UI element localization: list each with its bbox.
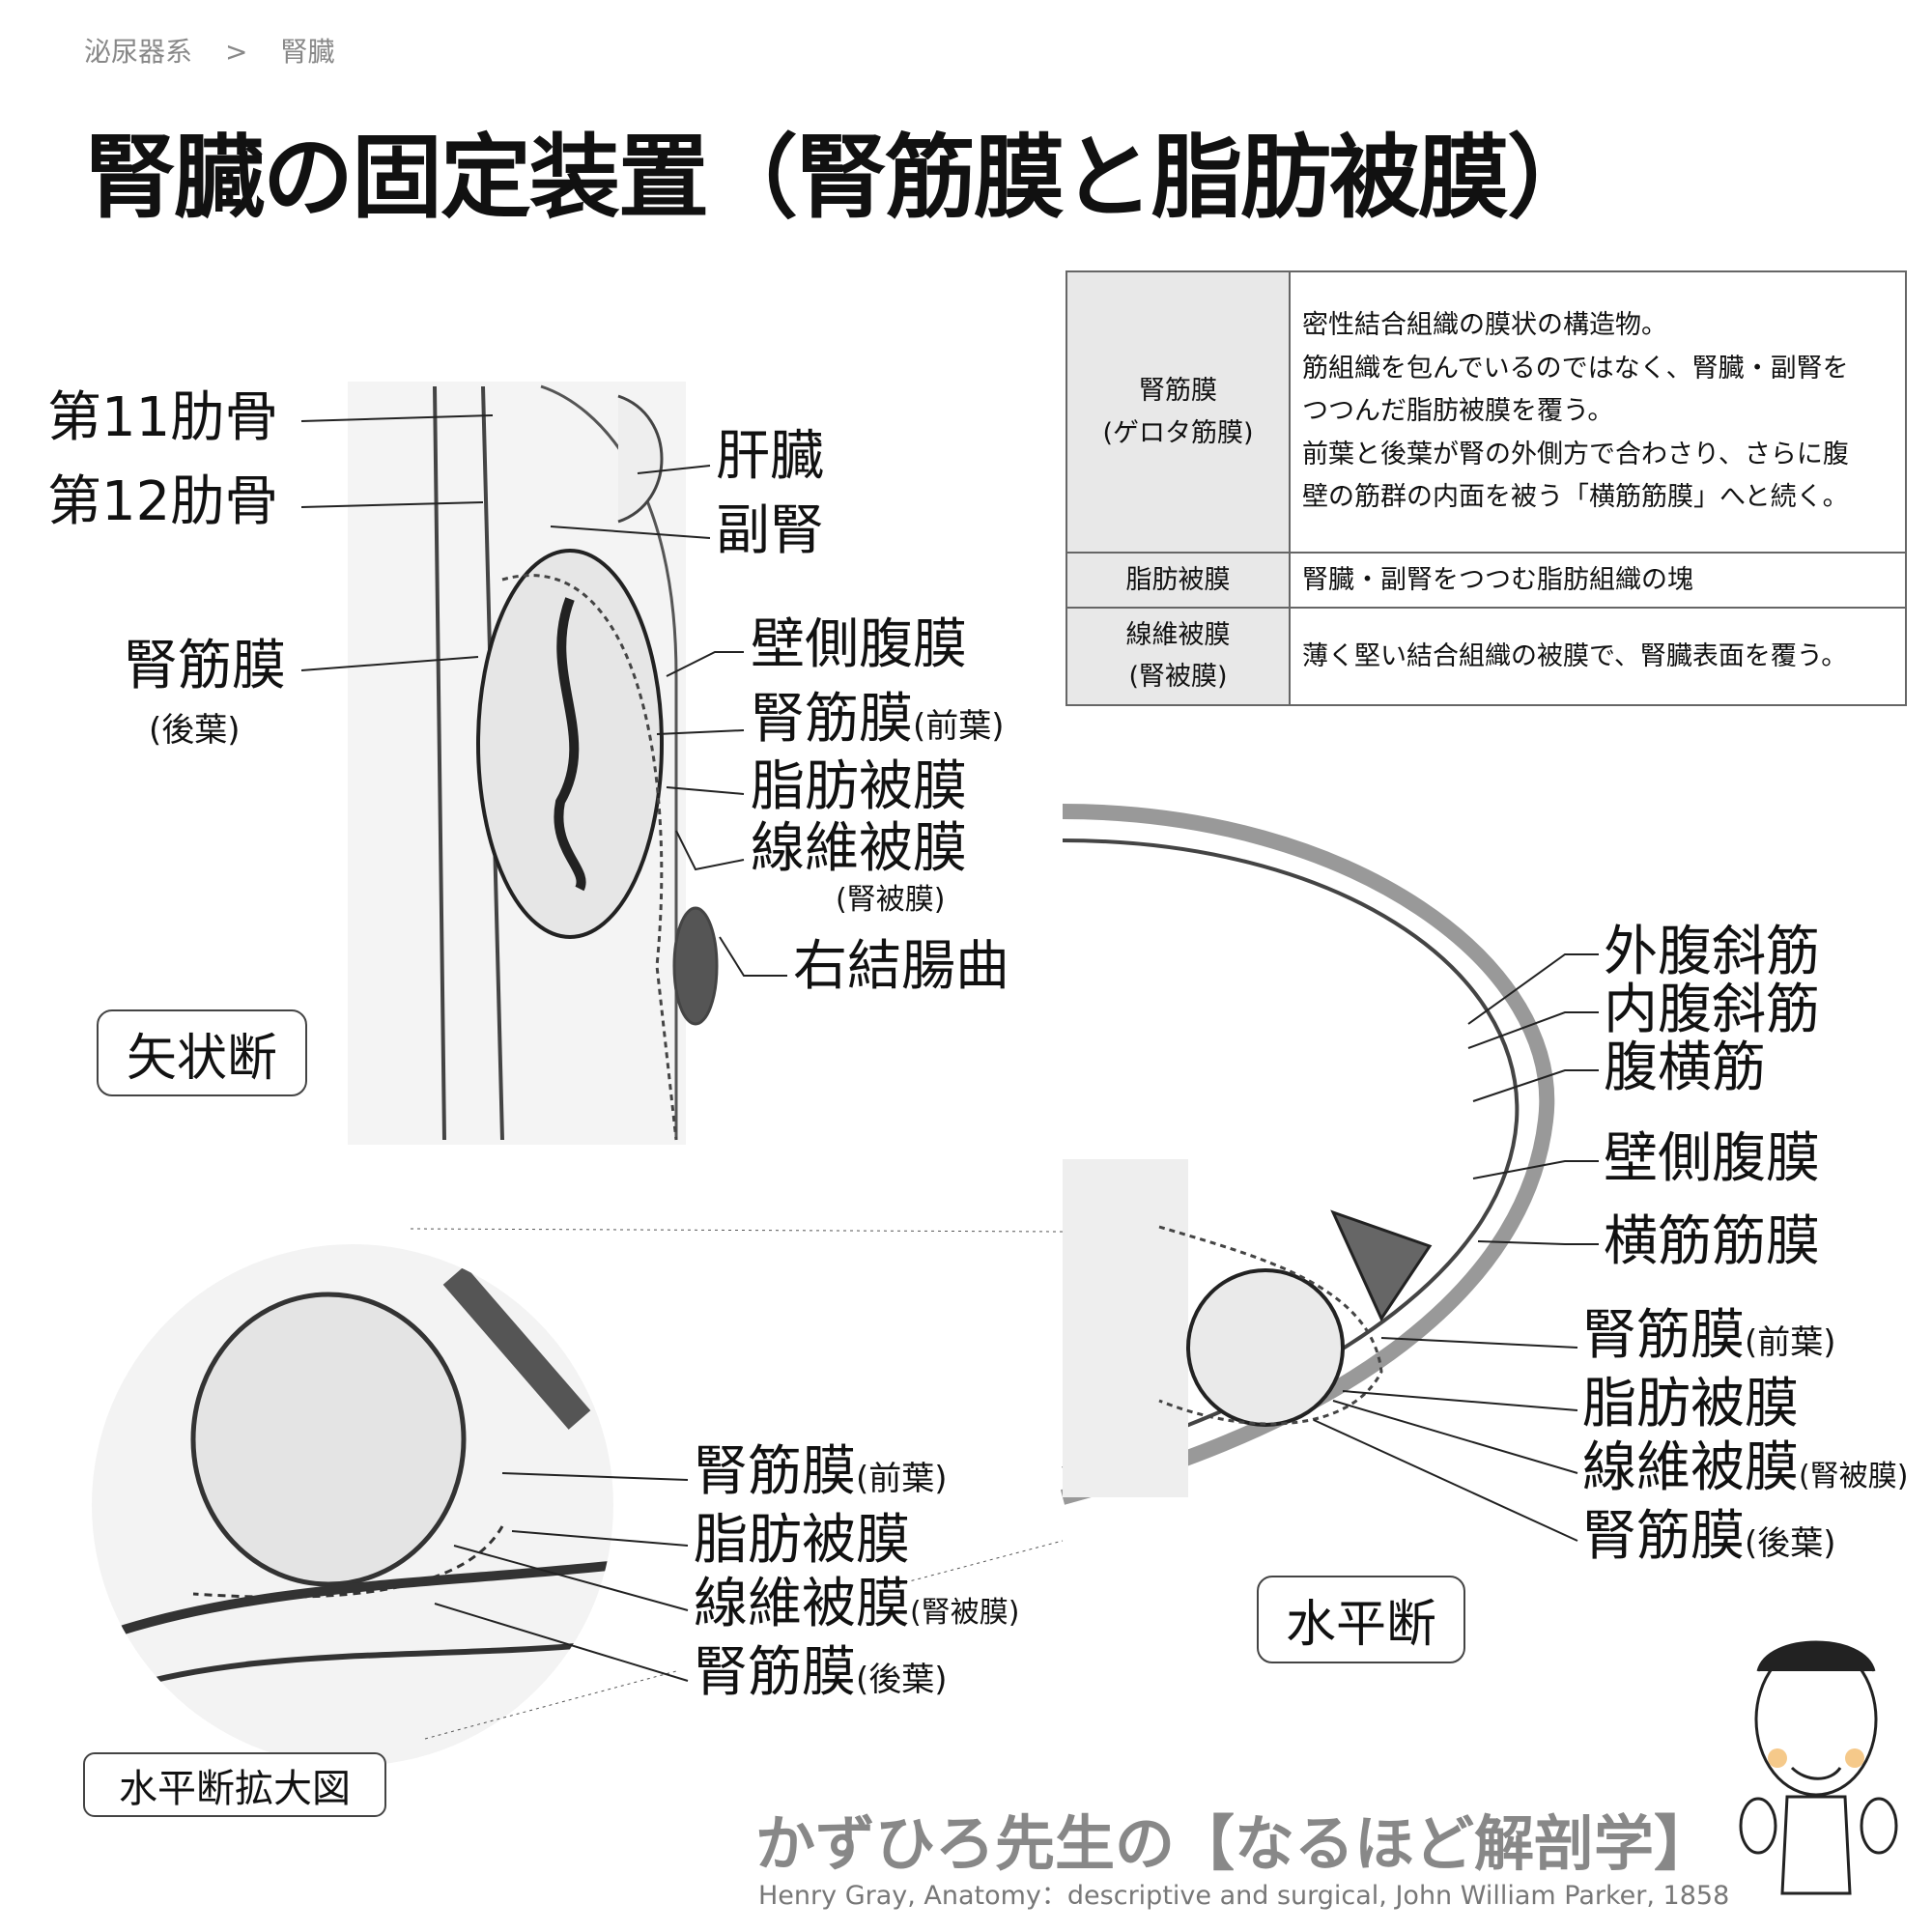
term-cell: 線維被膜 (腎被膜) bbox=[1065, 607, 1291, 706]
table-row: 脂肪被膜腎臓・副腎をつつむ脂肪組織の塊 bbox=[1065, 551, 1907, 610]
page-title: 腎臓の固定装置（腎筋膜と脂肪被膜） bbox=[85, 126, 1598, 231]
table-row: 線維被膜 (腎被膜) 薄く堅い結合組織の被膜で、腎臓表面を覆う。 bbox=[1065, 607, 1907, 706]
label-renal-fascia-anterior: 腎筋膜(前葉) bbox=[1582, 1309, 1836, 1363]
brand-title: かずひろ先生の【なるほど解剖学】 bbox=[755, 1808, 1715, 1879]
term: 腎筋膜 bbox=[1139, 376, 1217, 407]
table-row: 腎筋膜 (ゲロタ筋膜) 密性結合組織の膜状の構造物。筋組織を包んでいるのではなく、… bbox=[1065, 270, 1907, 554]
label-text: 線維被膜 bbox=[694, 1573, 910, 1635]
label-text: 腎筋膜 bbox=[694, 1440, 856, 1503]
label-renal-fascia-posterior: 腎筋膜 bbox=[124, 635, 286, 697]
label-text: 腎筋膜 bbox=[751, 688, 913, 751]
label-sub: (前葉) bbox=[1745, 1323, 1836, 1362]
leader-lines bbox=[300, 414, 1599, 1682]
term-sub: (ゲロタ筋膜) bbox=[1102, 417, 1254, 448]
label-sub: (後葉) bbox=[856, 1661, 948, 1699]
label-adrenal: 副腎 bbox=[716, 499, 824, 562]
desc-line: 前葉と後葉が腎の外側方で合わさり、さらに腹 bbox=[1302, 439, 1849, 469]
label-renal-capsule: (腎被膜) bbox=[836, 883, 946, 917]
label-text: 腎筋膜 bbox=[694, 1641, 856, 1704]
mascot-illustration bbox=[1739, 1640, 1898, 1895]
label-text: 腎筋膜 bbox=[1582, 1505, 1745, 1568]
term: 脂肪被膜 bbox=[1065, 551, 1291, 610]
desc-cell: 密性結合組織の膜状の構造物。筋組織を包んでいるのではなく、腎臓・副腎をつつんだ脂… bbox=[1289, 270, 1907, 554]
desc-line: 壁の筋群の内面を被う「横筋筋膜」へと続く。 bbox=[1302, 482, 1849, 513]
label-text: 腎筋膜 bbox=[1582, 1304, 1745, 1367]
label-liver: 肝臓 bbox=[716, 425, 824, 488]
label-parietal-peritoneum: 壁側腹膜 bbox=[1604, 1127, 1820, 1190]
label-text: 線維被膜 bbox=[1582, 1436, 1799, 1499]
label-transversus: 腹横筋 bbox=[1604, 1037, 1766, 1099]
label-perirenal-fat: 脂肪被膜 bbox=[751, 755, 967, 818]
label-transversalis-fascia: 横筋筋膜 bbox=[1604, 1210, 1820, 1273]
horizontal-section-illustration bbox=[1060, 804, 1555, 1505]
breadcrumb-separator: > bbox=[225, 36, 248, 68]
label-perirenal-fat: 脂肪被膜 bbox=[1582, 1373, 1799, 1435]
term: 線維被膜 bbox=[1125, 620, 1231, 651]
label-hepatic-flexure: 右結腸曲 bbox=[793, 935, 1009, 998]
enlarged-view-label: 水平断拡大図 bbox=[83, 1752, 386, 1817]
enlarged-section-illustration bbox=[92, 1228, 1064, 1766]
citation: Henry Gray, Anatomy：descriptive and surg… bbox=[758, 1881, 1730, 1911]
label-posterior-leaf: (後葉) bbox=[149, 711, 241, 750]
label-perirenal-fat: 脂肪被膜 bbox=[694, 1509, 910, 1572]
breadcrumb-parent[interactable]: 泌尿器系 bbox=[84, 36, 193, 68]
label-sub: (前葉) bbox=[856, 1460, 948, 1498]
label-renal-fascia-posterior: 腎筋膜(後葉) bbox=[1582, 1510, 1836, 1564]
desc-line: 筋組織を包んでいるのではなく、腎臓・副腎を bbox=[1302, 353, 1849, 384]
sagittal-view-label: 矢状断 bbox=[97, 1009, 307, 1096]
horizontal-view-label: 水平断 bbox=[1257, 1576, 1465, 1663]
label-rib-12: 第12肋骨 bbox=[47, 470, 279, 533]
label-sub: (腎被膜) bbox=[910, 1596, 1020, 1630]
label-fibrous-capsule: 線維被膜 bbox=[751, 817, 967, 880]
label-rib-11: 第11肋骨 bbox=[47, 386, 279, 449]
desc-line: 密性結合組織の膜状の構造物。 bbox=[1302, 310, 1667, 341]
label-sub: (腎被膜) bbox=[1799, 1460, 1909, 1493]
label-sub: (後葉) bbox=[1745, 1524, 1836, 1563]
desc-line: 腎臓・副腎をつつむ脂肪組織の塊 bbox=[1289, 551, 1907, 610]
label-fibrous-capsule: 線維被膜(腎被膜) bbox=[694, 1577, 1019, 1632]
label-external-oblique: 外腹斜筋 bbox=[1604, 921, 1820, 983]
label-internal-oblique: 内腹斜筋 bbox=[1604, 979, 1820, 1041]
label-parietal-peritoneum: 壁側腹膜 bbox=[751, 613, 967, 676]
label-fibrous-capsule: 線維被膜(腎被膜) bbox=[1582, 1441, 1908, 1495]
breadcrumb-current: 腎臓 bbox=[280, 36, 335, 68]
term-sub: (腎被膜) bbox=[1128, 662, 1228, 693]
term-cell: 腎筋膜 (ゲロタ筋膜) bbox=[1065, 270, 1291, 554]
label-renal-fascia-anterior: 腎筋膜(前葉) bbox=[751, 693, 1005, 747]
breadcrumb: 泌尿器系 > 腎臓 bbox=[84, 31, 368, 70]
sagittal-section-illustration bbox=[348, 382, 719, 1145]
desc-line: つつんだ脂肪被膜を覆う。 bbox=[1302, 396, 1614, 427]
desc-line: 薄く堅い結合組織の被膜で、腎臓表面を覆う。 bbox=[1289, 607, 1907, 706]
label-renal-fascia-posterior: 腎筋膜(後葉) bbox=[694, 1646, 948, 1700]
definition-table: 腎筋膜 (ゲロタ筋膜) 密性結合組織の膜状の構造物。筋組織を包んでいるのではなく、… bbox=[1065, 270, 1907, 706]
label-renal-fascia-anterior: 腎筋膜(前葉) bbox=[694, 1445, 948, 1499]
label-sub: (前葉) bbox=[913, 707, 1005, 746]
